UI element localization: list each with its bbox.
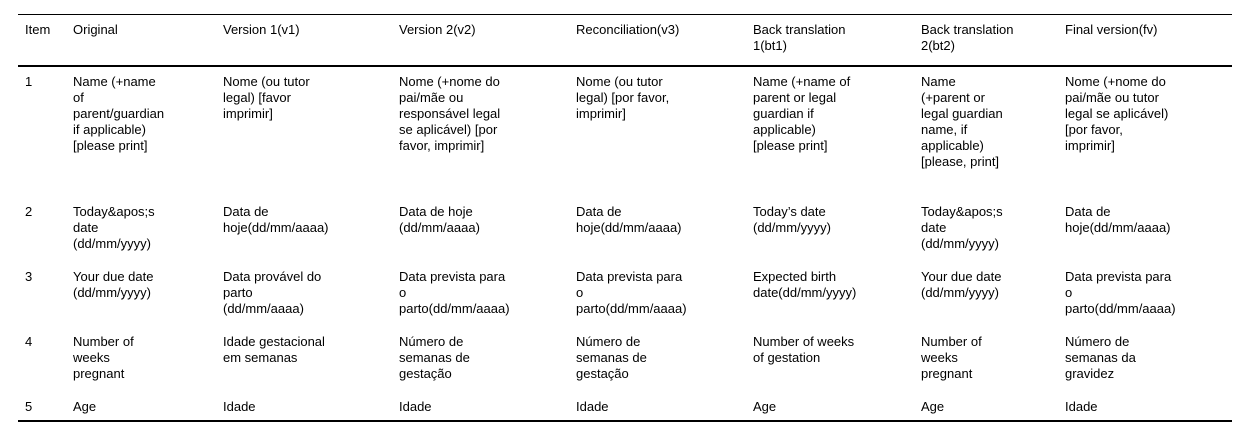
cell-r5-original: Age <box>73 398 97 414</box>
column-header-original: Original <box>73 14 223 67</box>
cell-r2-version2: Data de hoje (dd/mm/aaaa) <box>399 203 480 235</box>
cell-r5-back-translation1: Age <box>753 398 777 414</box>
column-header-version2: Version 2(v2) <box>399 14 576 67</box>
column-header-item: Item <box>18 14 73 67</box>
cell-r4-final-version: Número de semanas da gravidez <box>1065 333 1136 381</box>
cell-r3-original: Your due date (dd/mm/yyyy) <box>73 268 154 300</box>
cell-r2-back-translation1: Today’s date (dd/mm/yyyy) <box>753 203 831 235</box>
cell-r1-item: 1 <box>25 73 33 89</box>
cell-r3-back-translation2: Your due date (dd/mm/yyyy) <box>921 268 1002 300</box>
column-header-final-version: Final version(fv) <box>1065 14 1232 67</box>
cell-r5-version2: Idade <box>399 398 432 414</box>
cell-r5-version1: Idade <box>223 398 256 414</box>
cell-r2-back-translation2: Today&apos;s date (dd/mm/yyyy) <box>921 203 1003 251</box>
cell-r1-version2: Nome (+nome do pai/mãe ou responsável le… <box>399 73 501 153</box>
cell-r2-version1: Data de hoje(dd/mm/aaaa) <box>223 203 329 235</box>
table-row: 1 Name (+name of parent/guardian if appl… <box>18 66 1232 197</box>
cell-r3-final-version: Data prevista para o parto(dd/mm/aaaa) <box>1065 268 1176 316</box>
cell-r2-reconciliation: Data de hoje(dd/mm/aaaa) <box>576 203 682 235</box>
cell-r3-version1: Data provável do parto (dd/mm/aaaa) <box>223 268 322 316</box>
cell-r5-back-translation2: Age <box>921 398 945 414</box>
cell-r1-original: Name (+name of parent/guardian if applic… <box>73 73 165 153</box>
cell-r2-final-version: Data de hoje(dd/mm/aaaa) <box>1065 203 1171 235</box>
table-row: 5 Age Idade Idade Idade Age Age Idade <box>18 392 1232 421</box>
column-header-back-translation2: Back translation 2(bt2) <box>921 14 1065 67</box>
cell-r1-version1: Nome (ou tutor legal) [favor imprimir] <box>223 73 310 121</box>
cell-r1-reconciliation: Nome (ou tutor legal) [por favor, imprim… <box>576 73 670 121</box>
cell-r3-reconciliation: Data prevista para o parto(dd/mm/aaaa) <box>576 268 687 316</box>
cell-r3-version2: Data prevista para o parto(dd/mm/aaaa) <box>399 268 510 316</box>
translation-versions-table: Item Original Version 1(v1) Version 2(v2… <box>18 14 1232 422</box>
cell-r1-back-translation2: Name (+parent or legal guardian name, if… <box>921 73 1003 169</box>
cell-r3-back-translation1: Expected birth date(dd/mm/yyyy) <box>753 268 857 300</box>
cell-r2-original: Today&apos;s date (dd/mm/yyyy) <box>73 203 155 251</box>
cell-r1-back-translation1: Name (+name of parent or legal guardian … <box>753 73 851 153</box>
cell-r4-back-translation1: Number of weeks of gestation <box>753 333 855 365</box>
table-row: 3 Your due date (dd/mm/yyyy) Data prováv… <box>18 262 1232 327</box>
cell-r4-back-translation2: Number of weeks pregnant <box>921 333 982 381</box>
cell-r4-version1: Idade gestacional em semanas <box>223 333 325 365</box>
cell-r1-final-version: Nome (+nome do pai/mãe ou tutor legal se… <box>1065 73 1169 153</box>
table-header-row: Item Original Version 1(v1) Version 2(v2… <box>18 14 1232 67</box>
translation-table-wrapper: Item Original Version 1(v1) Version 2(v2… <box>18 14 1232 422</box>
cell-r3-item: 3 <box>25 268 33 284</box>
cell-r5-item: 5 <box>25 398 33 414</box>
cell-r2-item: 2 <box>25 203 33 219</box>
cell-r5-final-version: Idade <box>1065 398 1098 414</box>
table-row: 4 Number of weeks pregnant Idade gestaci… <box>18 327 1232 392</box>
cell-r4-reconciliation: Número de semanas de gestação <box>576 333 647 381</box>
column-header-reconciliation: Reconciliation(v3) <box>576 14 753 67</box>
cell-r5-reconciliation: Idade <box>576 398 609 414</box>
column-header-back-translation1: Back translation 1(bt1) <box>753 14 921 67</box>
cell-r4-original: Number of weeks pregnant <box>73 333 134 381</box>
cell-r4-item: 4 <box>25 333 33 349</box>
column-header-version1: Version 1(v1) <box>223 14 399 67</box>
table-row: 2 Today&apos;s date (dd/mm/yyyy) Data de… <box>18 197 1232 262</box>
cell-r4-version2: Número de semanas de gestação <box>399 333 470 381</box>
